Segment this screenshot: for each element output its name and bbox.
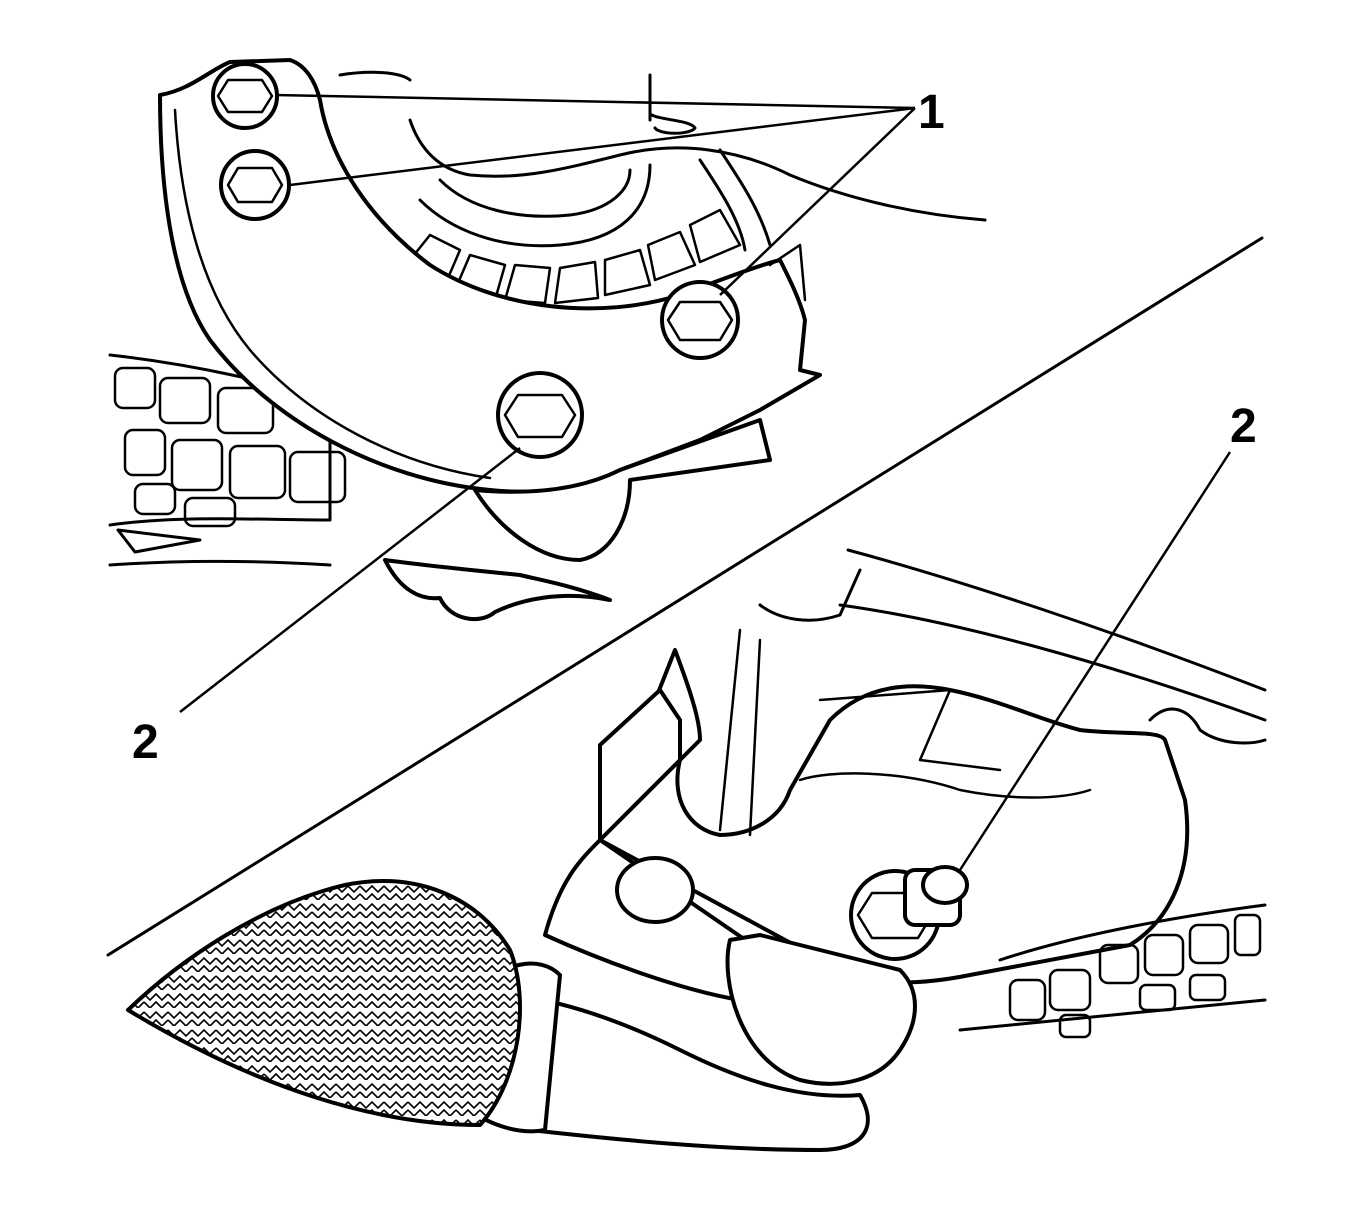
view-divider — [106, 236, 1264, 957]
bolt-lower — [849, 865, 969, 961]
rubber-isolator — [725, 933, 917, 1086]
plate-slot — [615, 856, 695, 924]
upper-view — [108, 58, 987, 622]
bolt-upper-2 — [219, 149, 291, 221]
callout-2-right: 2 — [1230, 400, 1257, 453]
lower-crossmember — [958, 903, 1267, 1032]
exhaust-pipe — [508, 993, 870, 1152]
lower-crossmember-grid — [1008, 913, 1262, 1039]
lower-plate — [543, 688, 762, 1002]
callout-1: 1 — [918, 86, 945, 139]
lower-view — [126, 548, 1267, 1152]
lower-hanger-bracket — [598, 648, 1190, 985]
crossmember-grid — [113, 366, 347, 528]
callout-2-left: 2 — [132, 716, 159, 769]
upper-lower-bracket — [473, 418, 772, 562]
upper-flange-bracket — [158, 58, 822, 494]
bolt-upper-1 — [211, 62, 279, 130]
leader-lines — [179, 93, 1232, 871]
mount-dome — [338, 70, 987, 222]
bolt-upper-4 — [496, 371, 584, 459]
bolt-upper-3 — [660, 280, 740, 360]
floor-pan — [838, 548, 1267, 722]
